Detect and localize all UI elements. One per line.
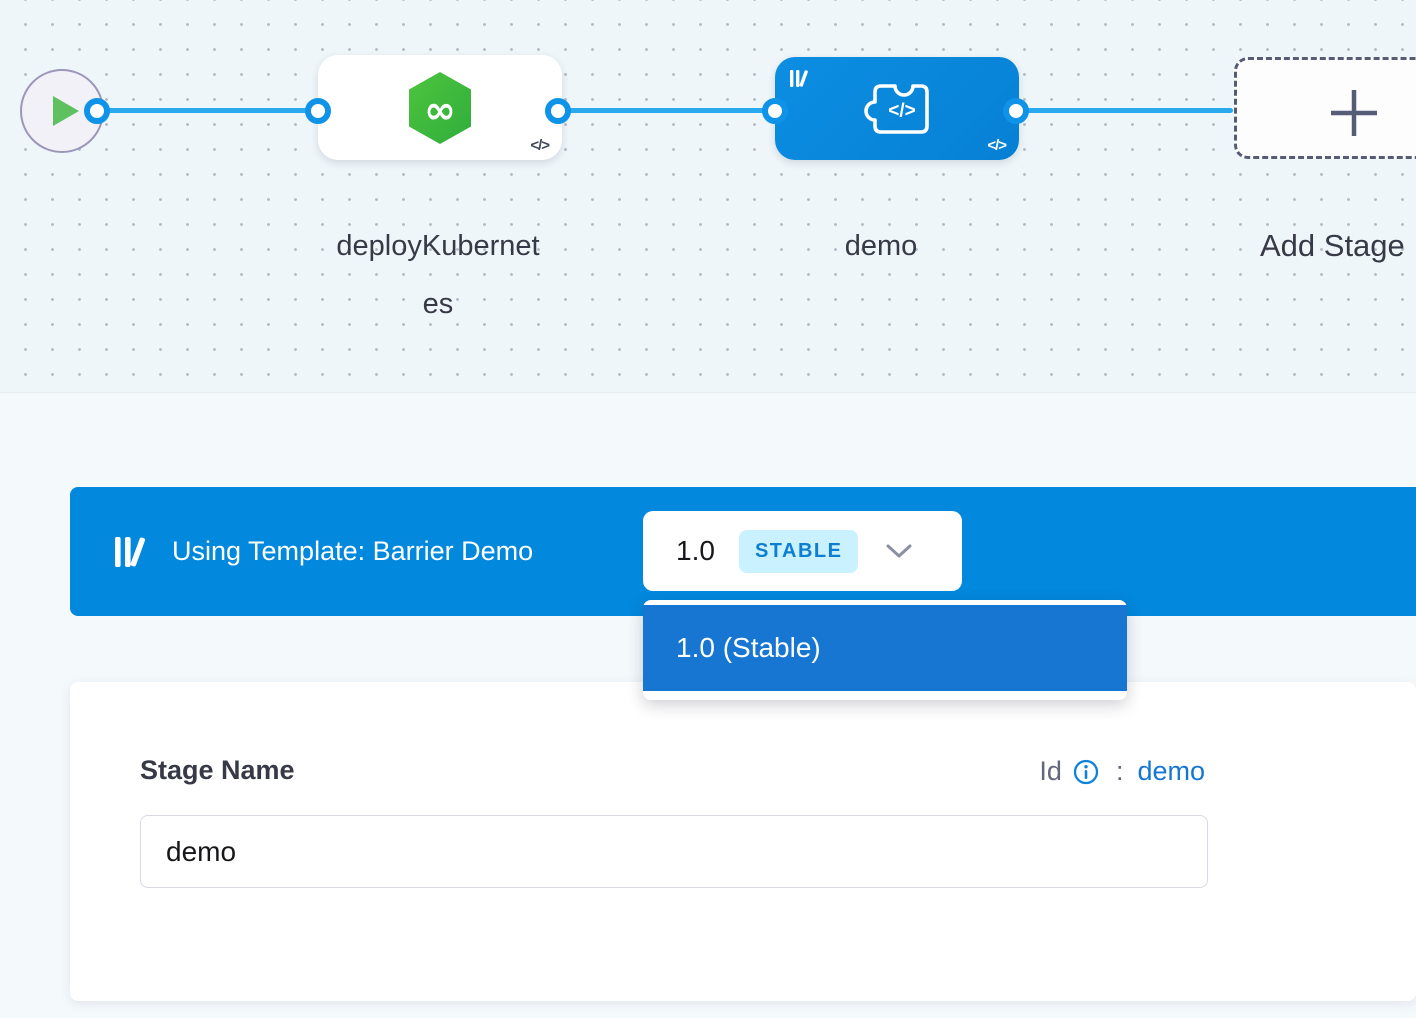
chevron-down-icon — [886, 544, 912, 558]
template-version-value: 1.0 — [676, 535, 715, 566]
stage-id-value[interactable]: demo — [1137, 756, 1205, 786]
plus-icon — [1331, 90, 1377, 136]
custom-stage-template-icon: </> — [864, 83, 929, 134]
stable-badge: STABLE — [738, 529, 859, 573]
pipeline-edge — [90, 108, 1233, 113]
template-library-icon — [115, 536, 145, 567]
connector-port — [1003, 98, 1029, 124]
connector-port — [545, 98, 571, 124]
code-view-icon[interactable]: </> — [987, 137, 1007, 154]
stage-node-demo[interactable]: </> </> — [775, 57, 1019, 160]
stage-label-demo: demo — [844, 230, 918, 262]
svg-text:∞: ∞ — [424, 88, 456, 132]
template-version-selector[interactable]: 1.0 STABLE — [643, 511, 962, 591]
id-colon: : — [1115, 756, 1124, 786]
stage-overview-panel: Stage Name Id : demo — [70, 682, 1416, 1001]
connector-port — [305, 98, 331, 124]
template-library-icon — [790, 70, 808, 87]
stage-name-label: Stage Name — [140, 755, 295, 785]
add-stage-label: Add Stage — [1260, 228, 1405, 263]
play-icon — [53, 96, 79, 126]
code-view-icon[interactable]: </> — [530, 137, 550, 154]
stage-node-deploykubernetes[interactable]: ∞ </> — [318, 55, 562, 160]
harness-deploy-icon: ∞ — [409, 71, 471, 144]
pipeline-canvas: ∞ </> </> </> deployKubernetes demo Add … — [0, 0, 1416, 393]
stage-id-row: Id : demo — [1039, 756, 1205, 787]
info-icon[interactable] — [1072, 758, 1100, 786]
using-template-banner: Using Template: Barrier Demo 1.0 STABLE — [70, 487, 1416, 616]
svg-text:</>: </> — [888, 100, 915, 121]
add-stage-button[interactable] — [1234, 57, 1416, 159]
using-template-text: Using Template: Barrier Demo — [172, 536, 534, 566]
connector-port — [84, 98, 110, 124]
stage-name-input[interactable] — [140, 815, 1208, 888]
stage-label-deploykubernetes: deployKubernetes — [336, 230, 540, 320]
version-option-stable[interactable]: 1.0 (Stable) — [643, 605, 1127, 691]
version-dropdown-menu: 1.0 (Stable) — [643, 600, 1127, 700]
id-label: Id — [1039, 756, 1062, 786]
connector-port — [762, 98, 788, 124]
